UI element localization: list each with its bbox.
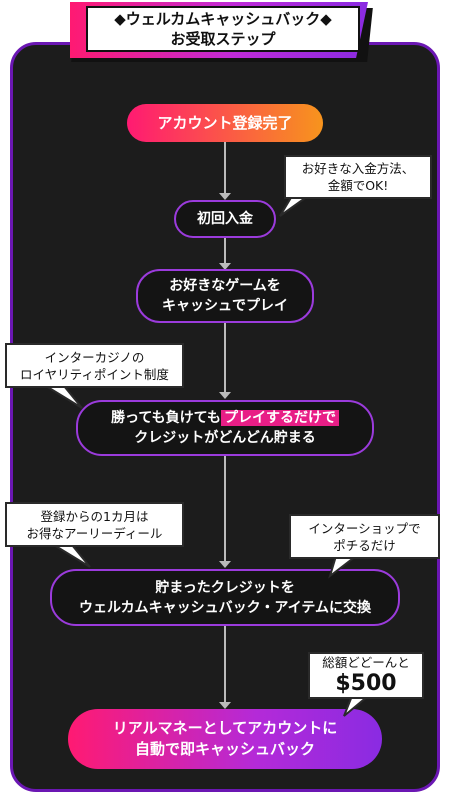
bubble-tail [328, 553, 359, 579]
connector-line [224, 238, 226, 264]
step-label: キャッシュでプレイ [162, 298, 288, 314]
note-label: 総額どどーんと [322, 654, 410, 670]
note-label: 登録からの1カ月は [40, 508, 149, 524]
step-label: アカウント登録完了 [157, 113, 293, 132]
connector-arrow [219, 561, 231, 568]
note-deposit-method: お好きな入金方法、 金額でOK! [284, 155, 432, 199]
connector-arrow [219, 702, 231, 709]
connector-arrow [219, 392, 231, 399]
highlight-label: プレイするだけで [220, 410, 339, 426]
bubble-tail [50, 542, 91, 568]
step-label: クレジットがどんどん貯まる [134, 430, 316, 446]
note-label: ポチるだけ [333, 537, 396, 553]
step-first-deposit: 初回入金 [174, 200, 276, 238]
step-exchange-credits: 貯まったクレジットを ウェルカムキャッシュバック・アイテムに交換 [50, 569, 400, 626]
title-line-1: ◆ウェルカムキャッシュバック◆ [114, 10, 332, 28]
note-total-amount: 総額どどーんと $500 [308, 652, 424, 699]
step-earn-credits: 勝っても負けてもプレイするだけで クレジットがどんどん貯まる [76, 400, 374, 456]
title-box: ◆ウェルカムキャッシュバック◆ お受取ステップ [86, 6, 360, 52]
bubble-tail [343, 693, 371, 717]
step-label: 貯まったクレジットを [155, 579, 295, 596]
title-line-2: お受取ステップ [170, 30, 276, 48]
step-label: お好きなゲームを [169, 278, 281, 294]
bubble-tail [279, 193, 312, 217]
note-intershop: インターショップで ポチるだけ [289, 514, 440, 559]
note-label: ロイヤリティポイント制度 [20, 366, 169, 382]
note-early-deal: 登録からの1カ月は お得なアーリーディール [5, 502, 184, 547]
note-label: お得なアーリーディール [26, 525, 163, 541]
step-label: ウェルカムキャッシュバック・アイテムに交換 [79, 599, 371, 616]
note-loyalty-program: インターカジノの ロイヤリティポイント制度 [5, 343, 184, 388]
step-label: リアルマネーとしてアカウントに [112, 719, 338, 737]
connector-line [224, 142, 226, 194]
connector-line [224, 323, 226, 393]
note-label: 金額でOK! [327, 178, 389, 193]
step-label: 初回入金 [197, 211, 253, 227]
step-label: 自動で即キャッシュバック [134, 740, 315, 758]
step-account-registered: アカウント登録完了 [127, 104, 323, 142]
step-cashback: リアルマネーとしてアカウントに 自動で即キャッシュバック [68, 709, 382, 769]
connector-line [224, 626, 226, 703]
connector-arrow [219, 263, 231, 270]
step-label: 勝っても負けても [111, 410, 221, 426]
connector-arrow [219, 193, 231, 200]
note-label: インターショップで [308, 520, 421, 536]
step-play-with-cash: お好きなゲームを キャッシュでプレイ [136, 269, 314, 323]
amount-label: $500 [335, 670, 397, 696]
note-label: インターカジノの [44, 349, 145, 365]
connector-line [224, 456, 226, 562]
bubble-tail [42, 383, 83, 409]
note-label: お好きな入金方法、 [301, 161, 415, 176]
